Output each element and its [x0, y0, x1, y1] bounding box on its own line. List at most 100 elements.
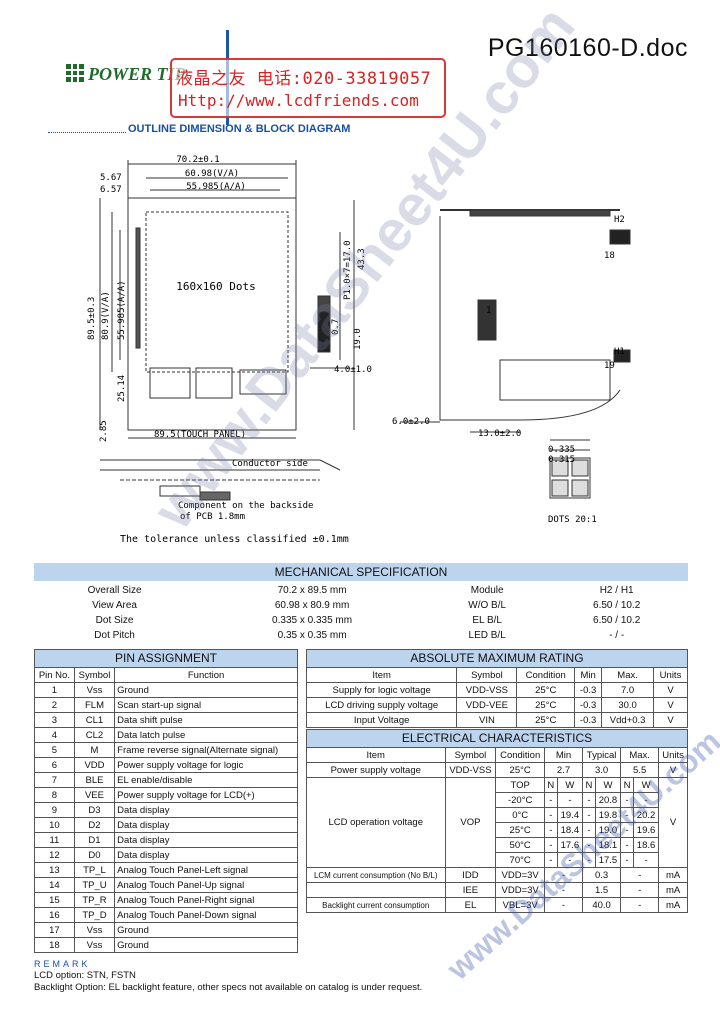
- pin-number: 5: [34, 742, 75, 758]
- dim-va: 60.98(V/A): [185, 169, 239, 179]
- pin-symbol: TP_D: [73, 907, 116, 923]
- pin-function: Data display: [114, 832, 298, 848]
- pin-number: 10: [34, 817, 75, 833]
- pin-function: EL enable/disable: [114, 772, 298, 788]
- pin-number: 9: [34, 802, 75, 818]
- mech-value2: 6.50 / 10.2: [593, 600, 641, 611]
- abs-header: Symbol: [456, 667, 518, 683]
- pin-18-label: 18: [604, 251, 615, 261]
- abs-cell: V: [653, 712, 688, 728]
- abs-cell: VDD-VEE: [456, 697, 518, 713]
- el-cell: [306, 882, 446, 898]
- mech-value: 70.2 x 89.5 mm: [277, 585, 347, 596]
- mech-label2: W/O B/L: [468, 600, 507, 611]
- el-cell: -: [543, 822, 558, 838]
- touch-panel-label: 89.5(TOUCH PANEL): [154, 430, 246, 440]
- pin-function: Analog Touch Panel-Up signal: [114, 877, 298, 893]
- stamp-url[interactable]: Http://www.lcdfriends.com: [178, 91, 419, 110]
- pin-19-label: 19: [604, 361, 615, 371]
- abs-cell: 7.0: [601, 682, 654, 698]
- el-cell: mA: [658, 882, 688, 898]
- pin-symbol: D1: [73, 832, 116, 848]
- mech-value2: - / -: [609, 630, 625, 641]
- el-cell: LCM current consumption (No B/L): [306, 867, 446, 883]
- abs-cell: -0.3: [573, 682, 603, 698]
- el-cell: VBL=3V: [495, 897, 545, 913]
- pin-function: Data latch pulse: [114, 727, 298, 743]
- el-cell: 19.4: [556, 807, 584, 823]
- pin-function: Analog Touch Panel-Right signal: [114, 892, 298, 908]
- stamp-phone: 液晶之友 电话:020-33819057: [176, 69, 432, 89]
- el-cell: VDD-VSS: [444, 762, 497, 778]
- pin-function: Analog Touch Panel-Down signal: [114, 907, 298, 923]
- abs-cell: VIN: [456, 712, 518, 728]
- pin-function: Ground: [114, 682, 298, 698]
- el-cell: Power supply voltage: [306, 762, 446, 778]
- pin-number: 6: [34, 757, 75, 773]
- dim-2514: 25.14: [117, 375, 127, 402]
- abs-header: Condition: [516, 667, 575, 683]
- remark-lcd-option: LCD option: STN, FSTN: [34, 970, 136, 981]
- table-row: 50°C-17.6-18.1-18.6: [307, 837, 688, 853]
- pin-symbol: BLE: [73, 772, 116, 788]
- dots-label: 160x160 Dots: [176, 280, 255, 293]
- el-cell: mA: [658, 867, 688, 883]
- dim-433: 43.3: [357, 248, 367, 270]
- el-cell: IDD: [444, 867, 497, 883]
- abs-cell: 25°C: [516, 712, 575, 728]
- abs-cell: 25°C: [516, 697, 575, 713]
- el-cell: 3.0: [582, 762, 622, 778]
- dim-aa: 55.985(A/A): [186, 182, 246, 192]
- pin-symbol: VEE: [73, 787, 116, 803]
- outline-drawing: 70.2±0.1 60.98(V/A) 55.985(A/A) 5.67 6.5…: [87, 155, 631, 545]
- abs-header: Min: [573, 667, 603, 683]
- pin-number: 16: [34, 907, 75, 923]
- abs-cell: VDD-VSS: [456, 682, 518, 698]
- pin-symbol: D0: [73, 847, 116, 863]
- pin-number: 4: [34, 727, 75, 743]
- el-subheader: N: [582, 777, 596, 793]
- el-cell: -: [620, 867, 660, 883]
- el-header: Item: [306, 747, 446, 763]
- pin-symbol: CL2: [73, 727, 116, 743]
- mech-label: View Area: [92, 600, 137, 611]
- abs-cell: 30.0: [601, 697, 654, 713]
- pin-1-label: 1: [486, 306, 491, 316]
- abs-cell: Supply for logic voltage: [305, 682, 458, 698]
- mech-label2: Module: [470, 585, 504, 596]
- abs-cell: LCD driving supply voltage: [305, 697, 458, 713]
- pin-symbol: Vss: [73, 937, 116, 953]
- dim-190: 19.0: [353, 328, 363, 350]
- contact-stamp: 液晶之友 电话:020-33819057 Http://www.lcdfrien…: [170, 58, 446, 118]
- mech-value2: H2 / H1: [599, 585, 634, 596]
- el-cell: 40.0: [582, 897, 622, 913]
- dot-dim-2: 0.315: [548, 455, 575, 465]
- pin-header: Pin No.: [34, 667, 75, 683]
- remark-heading: REMARK: [34, 959, 91, 969]
- el-header: Symbol: [444, 747, 497, 763]
- pin-header: Symbol: [73, 667, 116, 683]
- el-cell: -: [620, 882, 660, 898]
- el-header: Min: [543, 747, 584, 763]
- pin-function: Scan start-up signal: [114, 697, 298, 713]
